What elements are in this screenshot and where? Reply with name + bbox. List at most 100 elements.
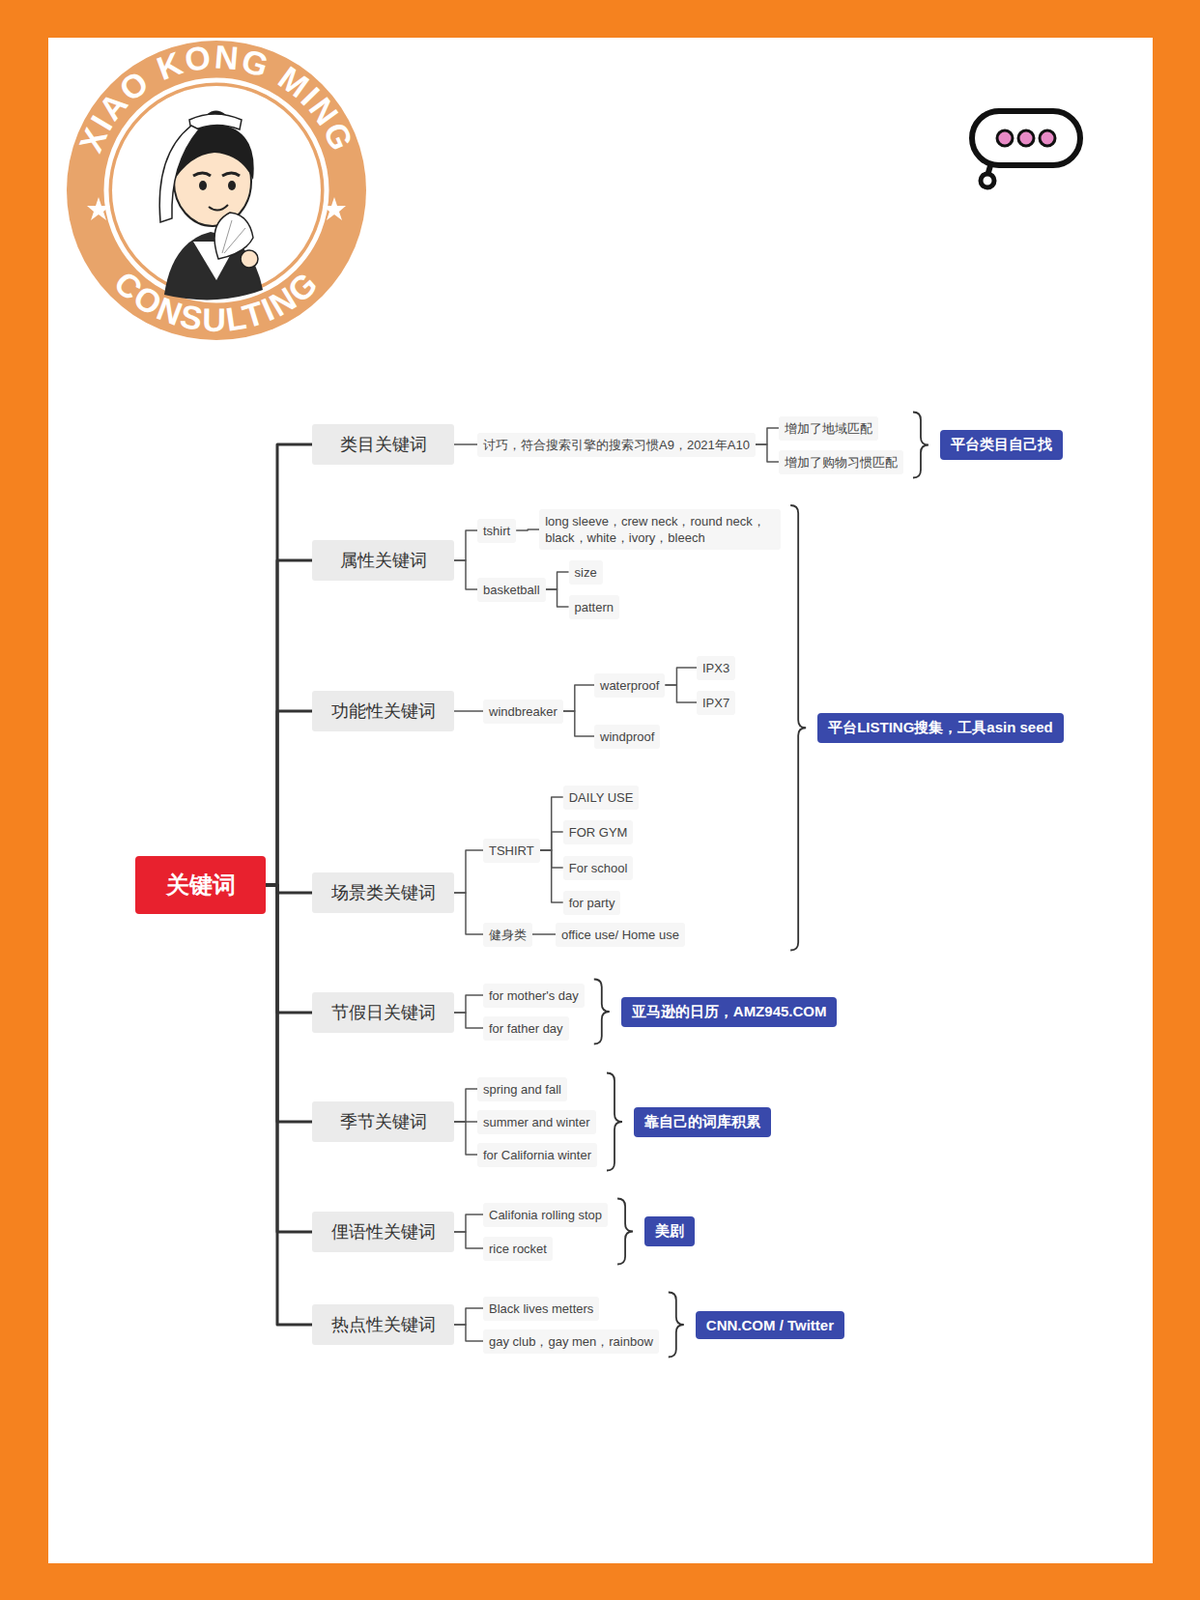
root-topic: 关键词: [135, 856, 266, 915]
node-label: waterproof: [600, 677, 659, 694]
keyword-box: rice rocket: [483, 1236, 553, 1261]
keyword-box: long sleeve，crew neck，round neck，black，w…: [539, 509, 781, 550]
node-label: 增加了地域匹配: [784, 420, 873, 437]
keyword-box: size: [569, 560, 603, 585]
keyword-box: gay club，gay men，rainbow: [483, 1329, 659, 1354]
sub-branch: [540, 831, 564, 851]
keyword-box: IPX7: [696, 690, 736, 715]
keyword-box: FOR GYM: [563, 820, 634, 845]
sub-branch: [454, 995, 484, 1013]
keyword-box: windbreaker: [483, 699, 564, 724]
logo-inner: [112, 85, 321, 295]
keyword-box: waterproof: [594, 673, 665, 698]
keyword-box: office use/ Home use: [555, 922, 686, 947]
keyword-box: Califonia rolling stop: [483, 1202, 608, 1228]
sub-branch: [563, 685, 595, 712]
logo-star: [86, 197, 111, 221]
bubble: [971, 111, 1081, 166]
keyword-box: 增加了购物习惯匹配: [778, 450, 904, 475]
node-label: 平台LISTING搜集，工具asin seed: [828, 718, 1054, 738]
sub-branch: [515, 529, 540, 531]
node-label: 健身类: [488, 926, 527, 943]
curly-bracket: [668, 1292, 685, 1358]
curly-bracket: [594, 979, 610, 1045]
node-label: for father day: [488, 1020, 564, 1037]
node-label: for California winter: [483, 1146, 592, 1164]
curly-bracket: [617, 1199, 633, 1265]
sub-branch: [454, 892, 484, 935]
sub-branch: [454, 1324, 484, 1342]
logo-star: [322, 197, 346, 221]
node-label: 增加了购物习惯匹配: [784, 454, 898, 471]
keyword-box: Black lives metters: [483, 1296, 600, 1321]
pink-dot: [997, 130, 1013, 146]
node-label: 俚语性关键词: [327, 1220, 439, 1244]
keyword-box: windproof: [594, 724, 660, 749]
keyword-box: summer and winter: [477, 1110, 597, 1135]
keyword-box: pattern: [569, 595, 620, 620]
source-tag: 靠自己的词库积累: [633, 1107, 772, 1138]
node-label: windbreaker: [488, 703, 558, 720]
node-label: 属性关键词: [327, 548, 439, 572]
mouth: [208, 204, 229, 211]
source-tag: 平台类目自己找: [940, 429, 1063, 460]
sub-branch: [540, 850, 564, 903]
node-label: office use/ Home use: [561, 926, 680, 943]
logo-ring: [106, 80, 327, 301]
sub-branch: [563, 711, 595, 737]
category-box: 场景类关键词: [312, 872, 455, 914]
node-label: pattern: [574, 599, 614, 616]
sub-branch: [454, 443, 478, 446]
sub-branch: [664, 685, 697, 703]
sub-branch: [755, 444, 779, 462]
connectors: [265, 428, 779, 1342]
sub-branch: [454, 530, 478, 561]
node-label: 季节关键词: [327, 1110, 439, 1134]
pink-dot: [1039, 130, 1056, 146]
main-branch: [265, 885, 313, 1013]
chat-icon: [971, 111, 1081, 188]
main-branch: [265, 885, 313, 1325]
sub-branch: [454, 1121, 478, 1155]
hand: [240, 250, 258, 268]
sub-branch: [454, 1231, 484, 1249]
node-label: basketball: [483, 581, 541, 599]
pupil: [199, 180, 207, 191]
node-label: IPX7: [702, 694, 730, 712]
keyword-box: 健身类: [483, 922, 533, 947]
logo-lettering: XIAO KONG MING: [71, 37, 361, 157]
node-label: long sleeve，crew neck，round neck，black，w…: [544, 513, 775, 546]
keyword-box: tshirt: [477, 518, 516, 543]
category-box: 热点性关键词: [312, 1304, 455, 1345]
main-branch: [265, 885, 313, 1232]
sub-branch: [755, 428, 779, 445]
sub-branch: [664, 667, 697, 686]
cartoon-figure: [159, 110, 263, 300]
sub-branch: [454, 1012, 484, 1029]
main-branch: [265, 711, 313, 886]
fan-rib: [224, 228, 246, 254]
curly-bracket: [913, 412, 929, 479]
source-tag: 美剧: [644, 1216, 695, 1247]
keyword-box: for father day: [483, 1016, 570, 1041]
logo-lettering: CONSULTING: [107, 263, 326, 339]
sub-branch: [454, 1214, 484, 1232]
node-label: 美剧: [655, 1222, 685, 1241]
logo-text: XIAO KONG MING: [71, 37, 361, 157]
keyword-box: DAILY USE: [563, 785, 640, 810]
source-tag: CNN.COM / Twitter: [695, 1311, 845, 1340]
node-label: Black lives metters: [488, 1300, 594, 1317]
keyword-box: for California winter: [477, 1142, 598, 1168]
keyword-box: For school: [563, 856, 634, 881]
pink-dot: [1018, 130, 1034, 146]
sub-branch: [454, 1088, 478, 1122]
node-label: spring and fall: [483, 1081, 562, 1098]
eye: [193, 172, 211, 176]
node-label: gay club，gay men，rainbow: [488, 1333, 654, 1350]
main-branch: [265, 444, 313, 886]
brackets: [594, 412, 929, 1358]
keyword-box: for mother's day: [483, 983, 585, 1008]
node-label: 类目关键词: [327, 432, 439, 457]
category-box: 属性关键词: [312, 540, 455, 581]
